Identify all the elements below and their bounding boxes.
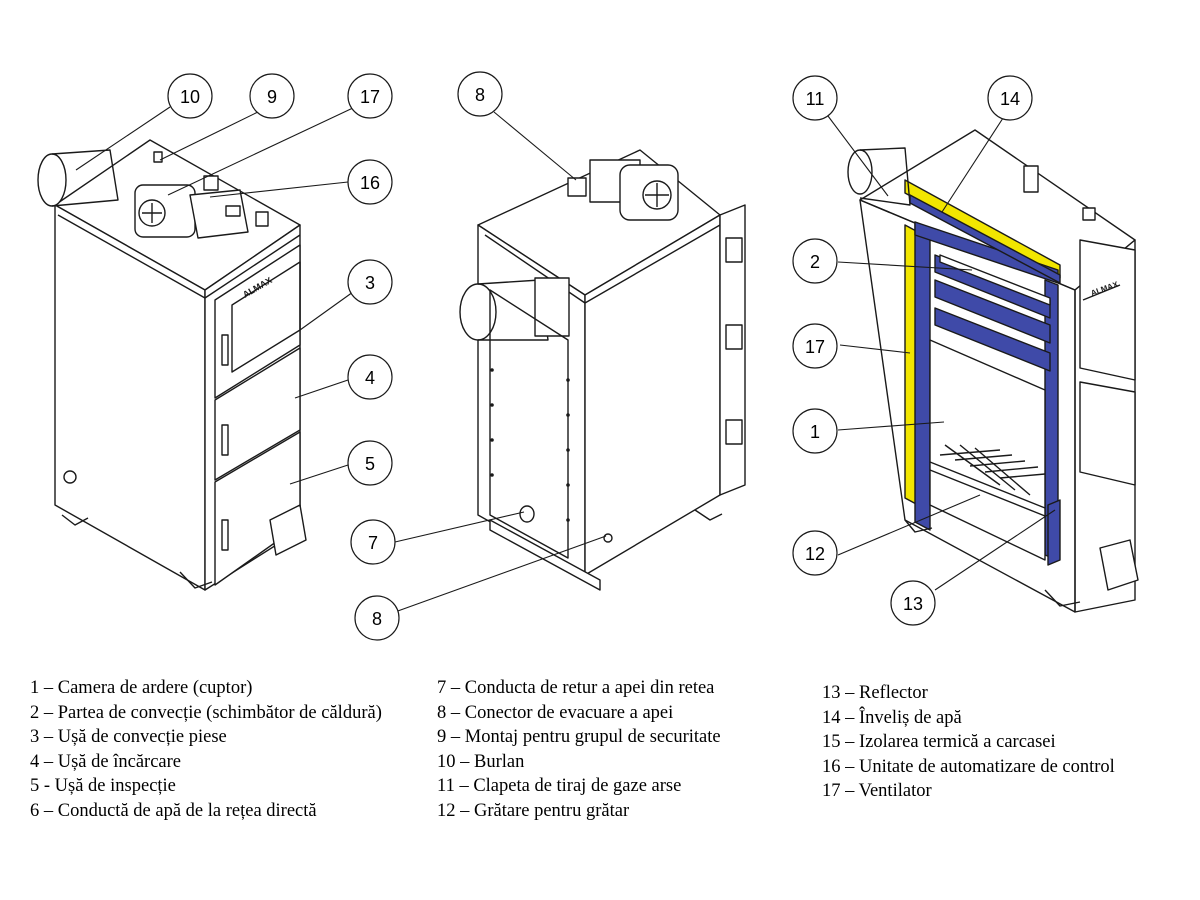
- boiler-front-view: [37, 139, 307, 591]
- legend-item: 16 – Unitate de automatizare de control: [822, 756, 1115, 777]
- legend-item: 13 – Reflector: [822, 683, 928, 703]
- callout-3: 3: [365, 273, 375, 293]
- legend-item: 4 – Ușă de încărcare: [30, 751, 181, 772]
- legend-item: 3 – Ușă de convecție piese: [30, 727, 227, 747]
- callout-5: 5: [365, 454, 375, 474]
- callout-4: 4: [365, 368, 375, 388]
- legend-item: 10 – Burlan: [437, 751, 525, 772]
- callout-circles: [167, 71, 1033, 641]
- callout-12: 12: [805, 544, 825, 564]
- legend-column-2: 7 – Conducta de retur a apei din retea 8…: [437, 676, 721, 823]
- boiler-rear-view: [459, 149, 746, 591]
- legend-item: 14 – Înveliș de apă: [822, 707, 962, 728]
- callout-11: 11: [806, 89, 825, 109]
- callout-7: 7: [368, 533, 378, 553]
- boiler-diagram: ALMAX ALMAX 10 9 17 16 3 4 5 8 7 8 11 14…: [37, 71, 1139, 641]
- legend-item: 7 – Conducta de retur a apei din retea: [437, 678, 715, 698]
- legend-item: 11 – Clapeta de tiraj de gaze arse: [437, 776, 682, 796]
- legend-item: 8 – Conector de evacuare a apei: [437, 702, 674, 723]
- callout-17-fan: 17: [360, 87, 380, 107]
- callout-13: 13: [903, 594, 923, 614]
- boiler-cutaway-view: [847, 129, 1139, 613]
- leader-lines: [75, 106, 1056, 613]
- legend-item: 12 – Grătare pentru grătar: [437, 800, 630, 821]
- callout-10: 10: [180, 87, 200, 107]
- legend-item: 2 – Partea de convecție (schimbător de c…: [30, 702, 382, 723]
- legend-column-3: 13 – Reflector 14 – Înveliș de apă 15 – …: [822, 681, 1115, 804]
- callout-9: 9: [267, 87, 277, 107]
- callout-17-insulation: 17: [805, 337, 825, 357]
- legend-item: 5 - Ușă de inspecție: [30, 776, 176, 796]
- legend-column-1: 1 – Camera de ardere (cuptor) 2 – Partea…: [30, 676, 420, 823]
- legend-item: 17 – Ventilator: [822, 781, 932, 801]
- callout-1: 1: [810, 422, 820, 442]
- legend-item: 1 – Camera de ardere (cuptor): [30, 678, 253, 698]
- callout-14: 14: [1000, 89, 1020, 109]
- callout-8-top: 8: [475, 85, 485, 105]
- callout-8-bottom: 8: [372, 609, 382, 629]
- legend-item: 15 – Izolarea termică a carcasei: [822, 732, 1056, 752]
- callout-16: 16: [360, 173, 380, 193]
- legend-item: 9 – Montaj pentru grupul de securitate: [437, 727, 721, 747]
- callout-2: 2: [810, 252, 820, 272]
- legend-item: 6 – Conductă de apă de la rețea directă: [30, 800, 317, 821]
